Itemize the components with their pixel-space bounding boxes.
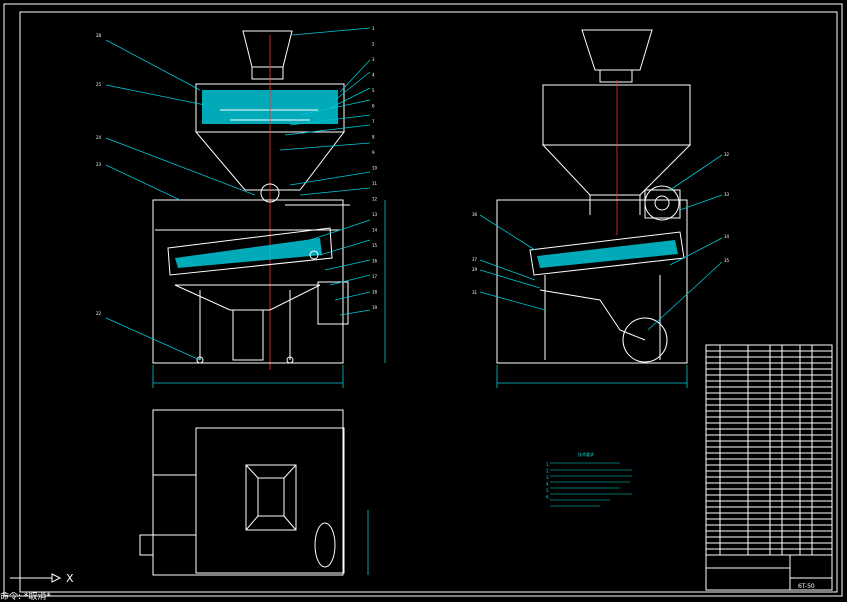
callout-front-right: 13 — [372, 212, 378, 217]
callout-front-right: 8 — [372, 135, 375, 140]
callout-front-right: 17 — [372, 274, 378, 279]
callout-side: 32 — [724, 152, 730, 157]
svg-text:X: X — [66, 572, 74, 585]
callout-front-left: 22 — [96, 311, 102, 316]
callout-front-right: 5 — [372, 88, 375, 93]
callout-side: 34 — [724, 234, 730, 239]
front-view — [152, 30, 386, 388]
callout-front-right: 10 — [372, 166, 378, 171]
callout-front-left: 25 — [96, 82, 102, 87]
callout-front-right: 18 — [372, 290, 378, 295]
sheet-outer-border — [3, 3, 843, 597]
technical-requirements — [550, 462, 632, 507]
callout-front-right: 7 — [372, 119, 375, 124]
callout-front-right: 2 — [372, 42, 375, 47]
sheet-inner-border — [19, 11, 838, 593]
callout-front-left: 23 — [96, 162, 102, 167]
command-line[interactable]: 命令: *取消* — [0, 592, 51, 602]
callout-side: 33 — [724, 192, 730, 197]
callout-front-right: 6 — [372, 104, 375, 109]
callout-side: 31 — [472, 290, 478, 295]
side-leaders — [479, 154, 723, 331]
callout-front-right: 1 — [372, 26, 375, 31]
callout-front-right: 3 — [372, 57, 375, 62]
parts-list-table: 6T-50 — [705, 344, 833, 591]
top-view — [139, 409, 369, 576]
callout-front-right: 9 — [372, 150, 375, 155]
callout-front-right: 11 — [372, 181, 378, 186]
tech-req-line: 3. — [546, 475, 550, 480]
model-code: 6T-50 — [798, 583, 815, 590]
callout-front-right: 4 — [372, 73, 375, 78]
side-view — [496, 29, 692, 388]
callout-front-right: 15 — [372, 243, 378, 248]
callout-side: 36 — [472, 212, 478, 217]
ucs-axis-icon: X — [10, 572, 74, 585]
callout-side: 35 — [724, 258, 730, 263]
tech-req-line: 2. — [546, 469, 550, 474]
tech-req-line: 6. — [546, 495, 550, 500]
callout-front-right: 14 — [372, 228, 378, 233]
callout-front-left: 28 — [96, 33, 102, 38]
front-leaders — [105, 27, 371, 361]
tech-req-line: 4. — [546, 482, 550, 487]
callout-side: 37 — [472, 257, 478, 262]
callout-front-left: 24 — [96, 135, 102, 140]
tech-req-line: 5. — [546, 488, 550, 493]
tech-req-title: 技术要求 — [578, 451, 594, 457]
tech-req-line: 1. — [546, 462, 550, 467]
callout-front-right: 16 — [372, 259, 378, 264]
callout-front-right: 19 — [372, 305, 378, 310]
callout-front-right: 12 — [372, 197, 378, 202]
callout-side: 29 — [472, 267, 478, 272]
